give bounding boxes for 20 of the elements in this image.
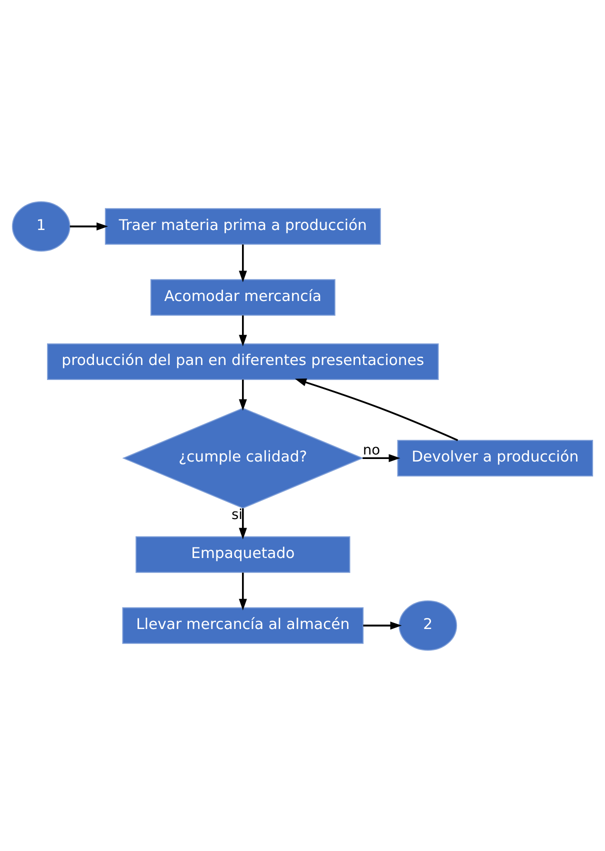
node-box: Traer materia prima a producción xyxy=(104,208,381,244)
node-box: Empaquetado xyxy=(136,536,350,572)
node-box: producción del pan en diferentes presentaciones xyxy=(47,342,439,380)
node-box: Devolver a producción xyxy=(397,439,594,476)
arrow xyxy=(238,244,247,282)
arrow xyxy=(238,508,247,539)
node-box: Llevar mercancía al almacén xyxy=(122,606,364,644)
arrow xyxy=(238,379,247,410)
arrow xyxy=(238,572,247,610)
edge-label: si xyxy=(231,506,242,522)
arrow xyxy=(294,378,458,441)
arrow xyxy=(363,621,402,630)
arrow xyxy=(70,222,108,230)
node-ellipse: 1 xyxy=(12,200,70,252)
node-ellipse: 2 xyxy=(398,600,458,650)
node-box: Acomodar mercancía xyxy=(150,278,336,316)
arrow xyxy=(362,454,400,462)
edge-label: no xyxy=(362,442,380,458)
arrow xyxy=(238,314,247,346)
node-diamond: ¿cumple calidad? xyxy=(122,407,364,508)
